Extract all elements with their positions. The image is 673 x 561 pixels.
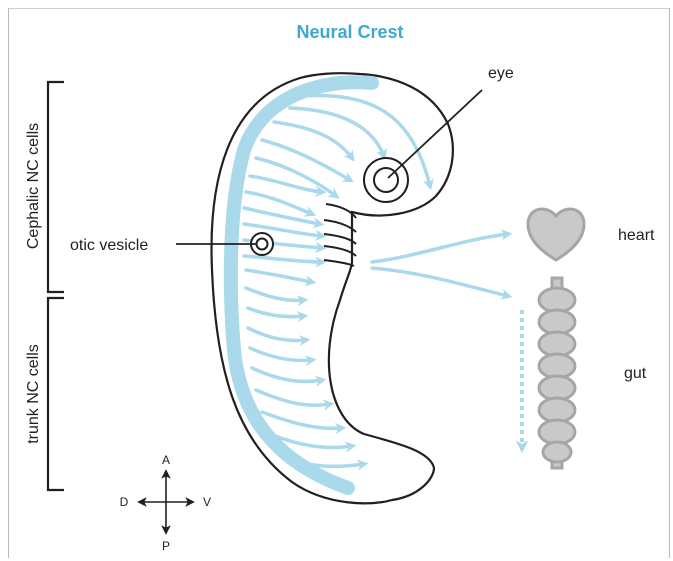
trunk-bracket [48,298,64,490]
gut-icon [539,278,575,468]
compass-anterior: A [162,453,170,467]
compass-posterior: P [162,539,170,553]
compass-arrows [140,472,192,532]
diagram-title: Neural Crest [296,22,403,42]
neural-crest-band [231,82,372,488]
migration-arrows [244,96,508,467]
compass-dorsal: D [120,495,129,509]
cephalic-nc-label: Cephalic NC cells [25,123,42,249]
trunk-nc-label: trunk NC cells [25,344,42,444]
heart-icon [528,209,584,260]
heart-label: heart [618,227,655,244]
gut-label: gut [624,365,647,382]
eye-label: eye [488,65,514,82]
cephalic-bracket [48,82,64,292]
otic-vesicle-label: otic vesicle [70,237,148,254]
compass-ventral: V [203,495,211,509]
